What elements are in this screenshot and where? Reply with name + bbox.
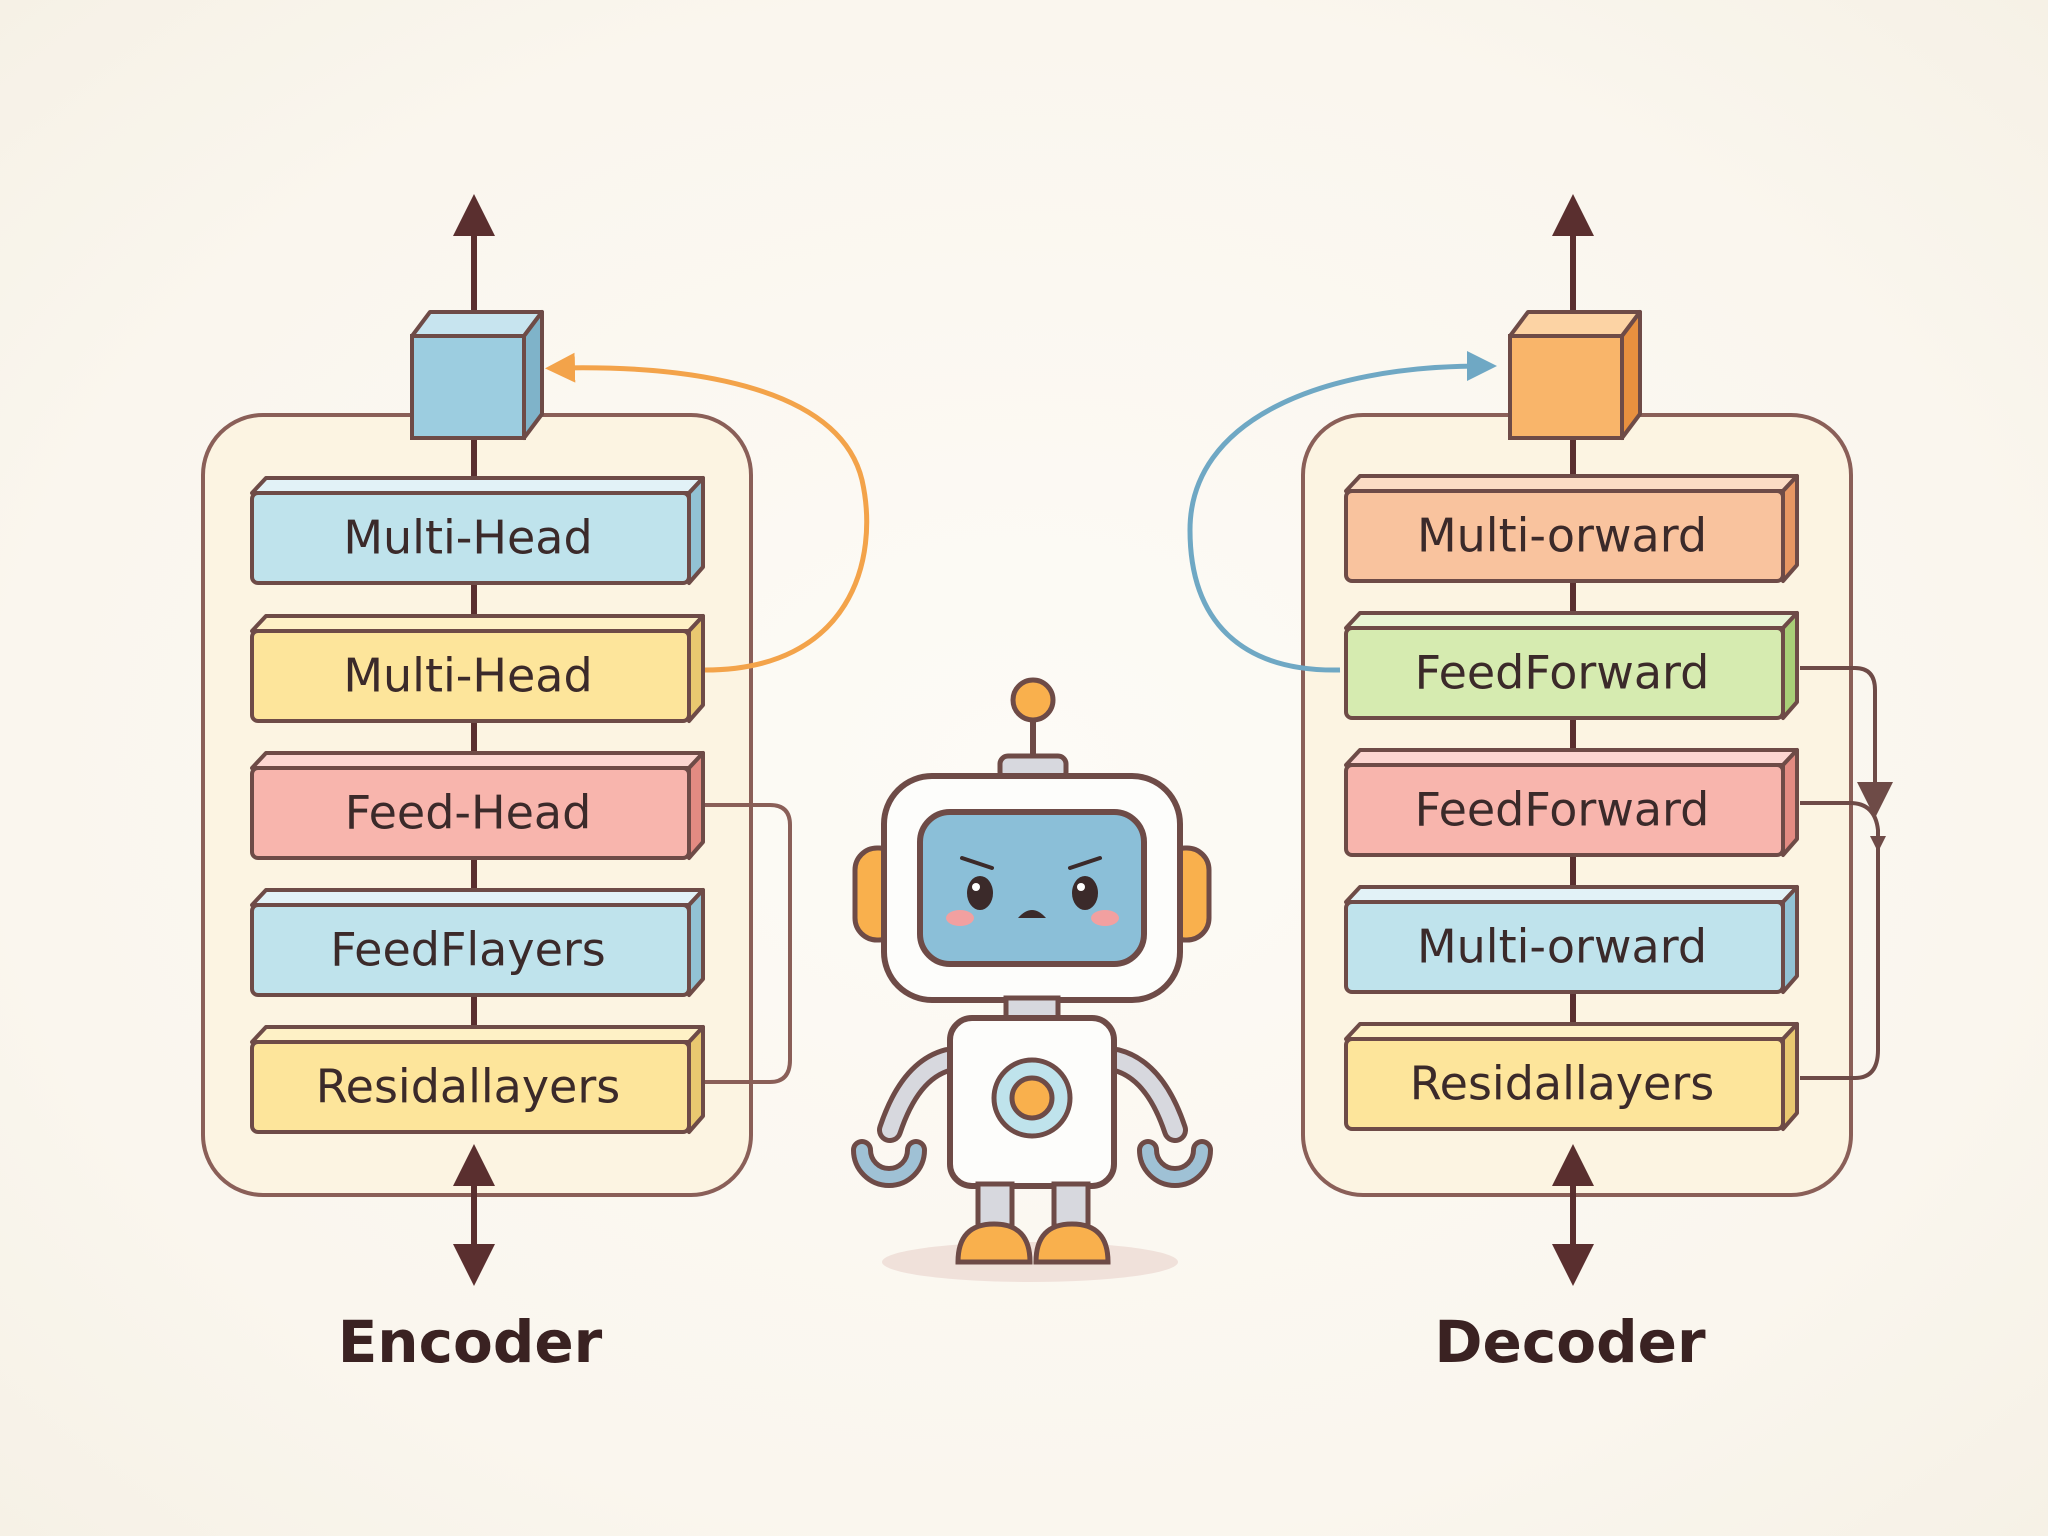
decoder-block-3: FeedForward bbox=[1344, 748, 1799, 857]
encoder-block-2: Multi-Head bbox=[250, 614, 705, 723]
encoder-block-1-label: Multi-Head bbox=[343, 511, 592, 565]
decoder-block-3-label: FeedForward bbox=[1415, 783, 1710, 837]
encoder-block-5: Residallayers bbox=[250, 1025, 705, 1134]
decoder-block-4-label: Multi-orward bbox=[1417, 920, 1707, 974]
encoder-block-1: Multi-Head bbox=[250, 476, 705, 585]
encoder-block-4: FeedFlayers bbox=[250, 888, 705, 997]
decoder-feedback-loop bbox=[1187, 351, 1497, 673]
encoder-title: Encoder bbox=[338, 1308, 603, 1376]
decoder-block-4: Multi-orward bbox=[1344, 885, 1799, 994]
encoder-stack: Multi-Head Multi-Head Feed-Head FeedFlay… bbox=[201, 194, 870, 1376]
decoder-block-1-label: Multi-orward bbox=[1417, 509, 1707, 563]
decoder-side-arrow-2 bbox=[1800, 801, 1880, 1080]
decoder-side-arrow-2-head bbox=[1870, 836, 1886, 852]
decoder-block-5-label: Residallayers bbox=[1410, 1057, 1714, 1111]
decoder-title: Decoder bbox=[1434, 1308, 1706, 1376]
decoder-output-cube bbox=[1508, 310, 1642, 440]
encoder-block-3: Feed-Head bbox=[250, 751, 705, 860]
encoder-block-2-label: Multi-Head bbox=[343, 649, 592, 703]
encoder-feedback-loop bbox=[545, 352, 870, 673]
decoder-block-2-label: FeedForward bbox=[1415, 646, 1710, 700]
robot-icon bbox=[851, 677, 1213, 1282]
encoder-block-4-label: FeedFlayers bbox=[330, 923, 606, 977]
decoder-stack: Multi-orward FeedForward FeedForward Mul… bbox=[1187, 194, 1893, 1376]
encoder-residual-bracket bbox=[705, 803, 792, 1084]
encoder-block-3-label: Feed-Head bbox=[345, 786, 592, 840]
decoder-block-5: Residallayers bbox=[1344, 1022, 1799, 1131]
decoder-block-1: Multi-orward bbox=[1344, 474, 1799, 583]
encoder-block-5-label: Residallayers bbox=[316, 1060, 620, 1114]
decoder-side-arrow-1 bbox=[1800, 666, 1893, 818]
encoder-output-cube bbox=[410, 310, 544, 440]
decoder-block-2: FeedForward bbox=[1344, 611, 1799, 720]
